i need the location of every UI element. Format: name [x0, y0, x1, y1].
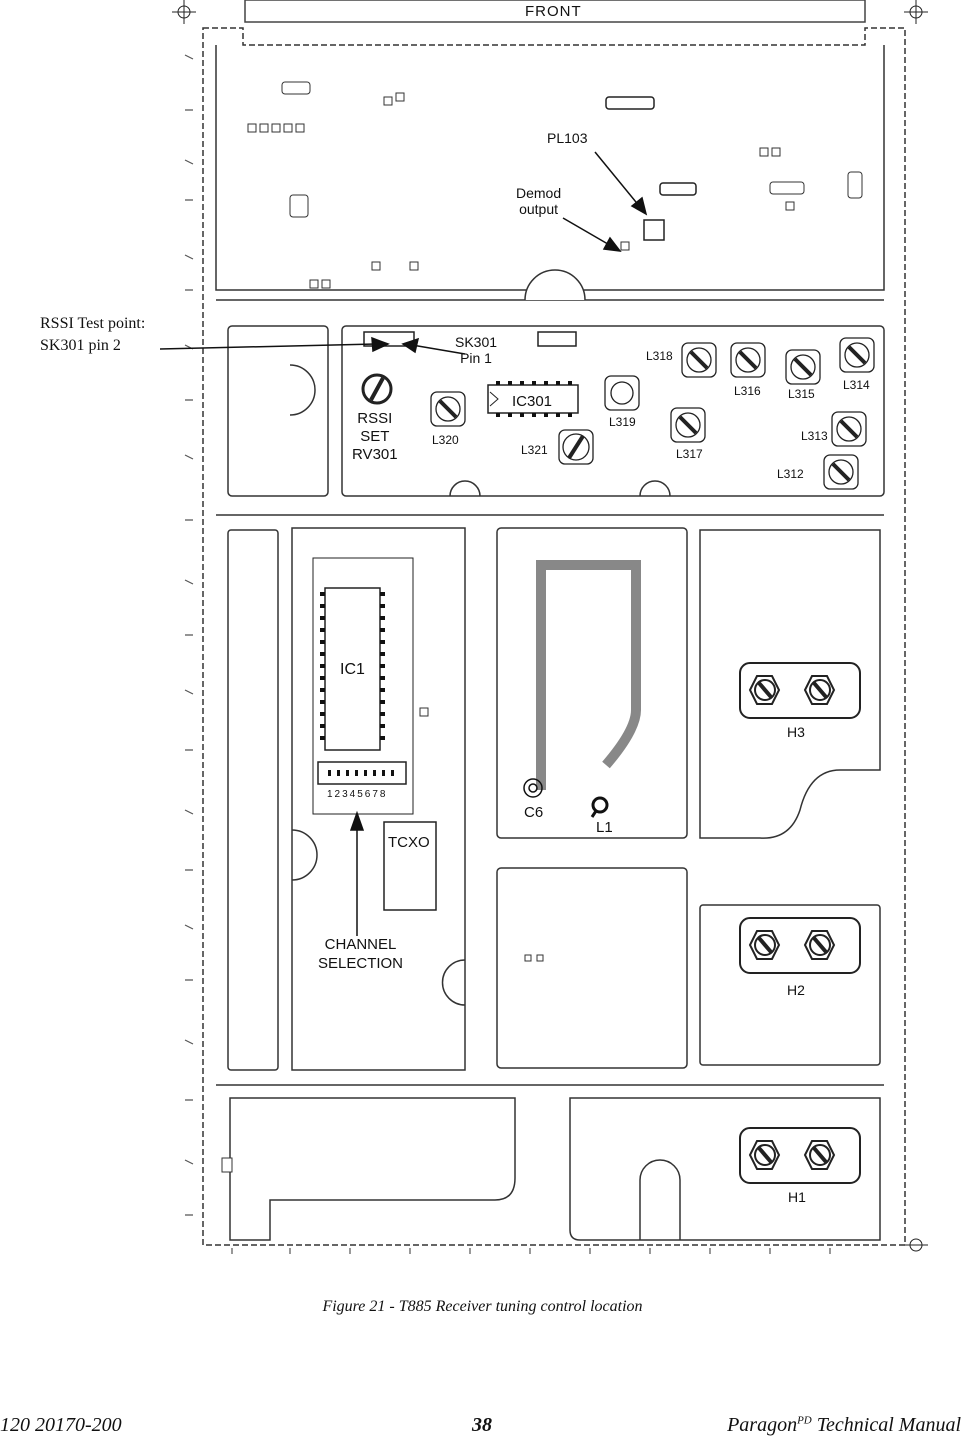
board-outline	[202, 27, 906, 1246]
pl101-block	[659, 182, 697, 196]
sk301-pin1-label: Pin 1	[460, 349, 492, 366]
footer-manual-title: ParagonPD Technical Manual	[727, 1414, 961, 1437]
ic301-chip	[487, 384, 579, 414]
l321-label: L321	[521, 443, 548, 457]
l321-slug	[558, 429, 594, 465]
l320-slug	[430, 391, 466, 427]
h3-label: H3	[787, 724, 805, 740]
l317-slug	[670, 407, 706, 443]
l315-slug	[785, 349, 821, 385]
tcxo-box	[383, 821, 437, 911]
l314-slug	[839, 337, 875, 373]
figure-caption: Figure 21 - T885 Receiver tuning control…	[322, 1298, 643, 1315]
rssi-test-point-line1: RSSI Test point:	[40, 315, 146, 332]
l1-label: L1	[596, 819, 613, 836]
l318-label: L318	[646, 349, 673, 363]
l314-label: L314	[843, 378, 870, 392]
c6-label: C6	[524, 804, 544, 821]
rssi-test-point-line2: SK301 pin 2	[40, 337, 121, 354]
ic301-label: IC301	[512, 393, 553, 410]
sk301-callout: SK301 Pin 1	[455, 334, 498, 366]
sk301-label: SK301	[455, 334, 498, 350]
channel-selection-callout: CHANNEL SELECTION	[318, 935, 403, 973]
rssi-label: RSSI	[357, 410, 393, 427]
fl105-block	[605, 96, 655, 110]
l315-label: L315	[788, 387, 815, 401]
l313-slug	[831, 411, 867, 447]
ic1-chip	[324, 587, 381, 751]
c6-trimmer	[523, 778, 543, 798]
pcb-layout-diagram	[159, 0, 928, 1254]
dip-switch	[317, 761, 407, 785]
l313-label: L313	[801, 429, 828, 443]
footer-title-sup: PD	[797, 1414, 812, 1427]
l316-label: L316	[734, 384, 761, 398]
l316-slug	[730, 342, 766, 378]
footer-title-main: Paragon	[727, 1414, 798, 1436]
rv301-ref-label: RV301	[352, 446, 398, 463]
output-label: output	[519, 200, 559, 217]
h1-label: H1	[788, 1189, 806, 1205]
h3-resonator	[739, 662, 861, 719]
h2-resonator	[739, 917, 861, 974]
rv301-label: RSSI SET RV301	[352, 410, 398, 464]
demod-output-callout: Demod output	[516, 185, 562, 217]
ic1-label: IC1	[340, 661, 365, 678]
h1-resonator	[739, 1127, 861, 1184]
footer-title-rest: Technical Manual	[811, 1414, 961, 1436]
rv301-pot	[361, 373, 393, 405]
rssi-test-point-callout: RSSI Test point: SK301 pin 2	[40, 313, 145, 357]
l317-label: L317	[676, 447, 703, 461]
sk303-connector	[537, 331, 577, 347]
pl103-block	[643, 219, 665, 241]
selection-label: SELECTION	[318, 955, 404, 972]
ic1-area	[312, 557, 414, 815]
tcxo-label: TCXO	[388, 834, 430, 851]
demod-label: Demod	[516, 185, 562, 201]
l318-slug	[681, 342, 717, 378]
dip-numbers-label: 12345678	[327, 789, 388, 800]
l312-label: L312	[777, 467, 804, 481]
h2-label: H2	[787, 982, 805, 998]
l319-label: L319	[609, 415, 636, 429]
footer-doc-number: 120 20170-200	[0, 1414, 122, 1436]
pl103-callout: PL103	[547, 130, 588, 146]
channel-label: CHANNEL	[324, 936, 397, 953]
l312-slug	[823, 454, 859, 490]
l1-coil	[536, 560, 641, 790]
set-label: SET	[360, 428, 390, 445]
footer-page-number: 38	[472, 1414, 492, 1436]
l319-slug	[604, 375, 640, 411]
l320-label: L320	[432, 433, 459, 447]
front-label: FRONT	[525, 3, 582, 20]
